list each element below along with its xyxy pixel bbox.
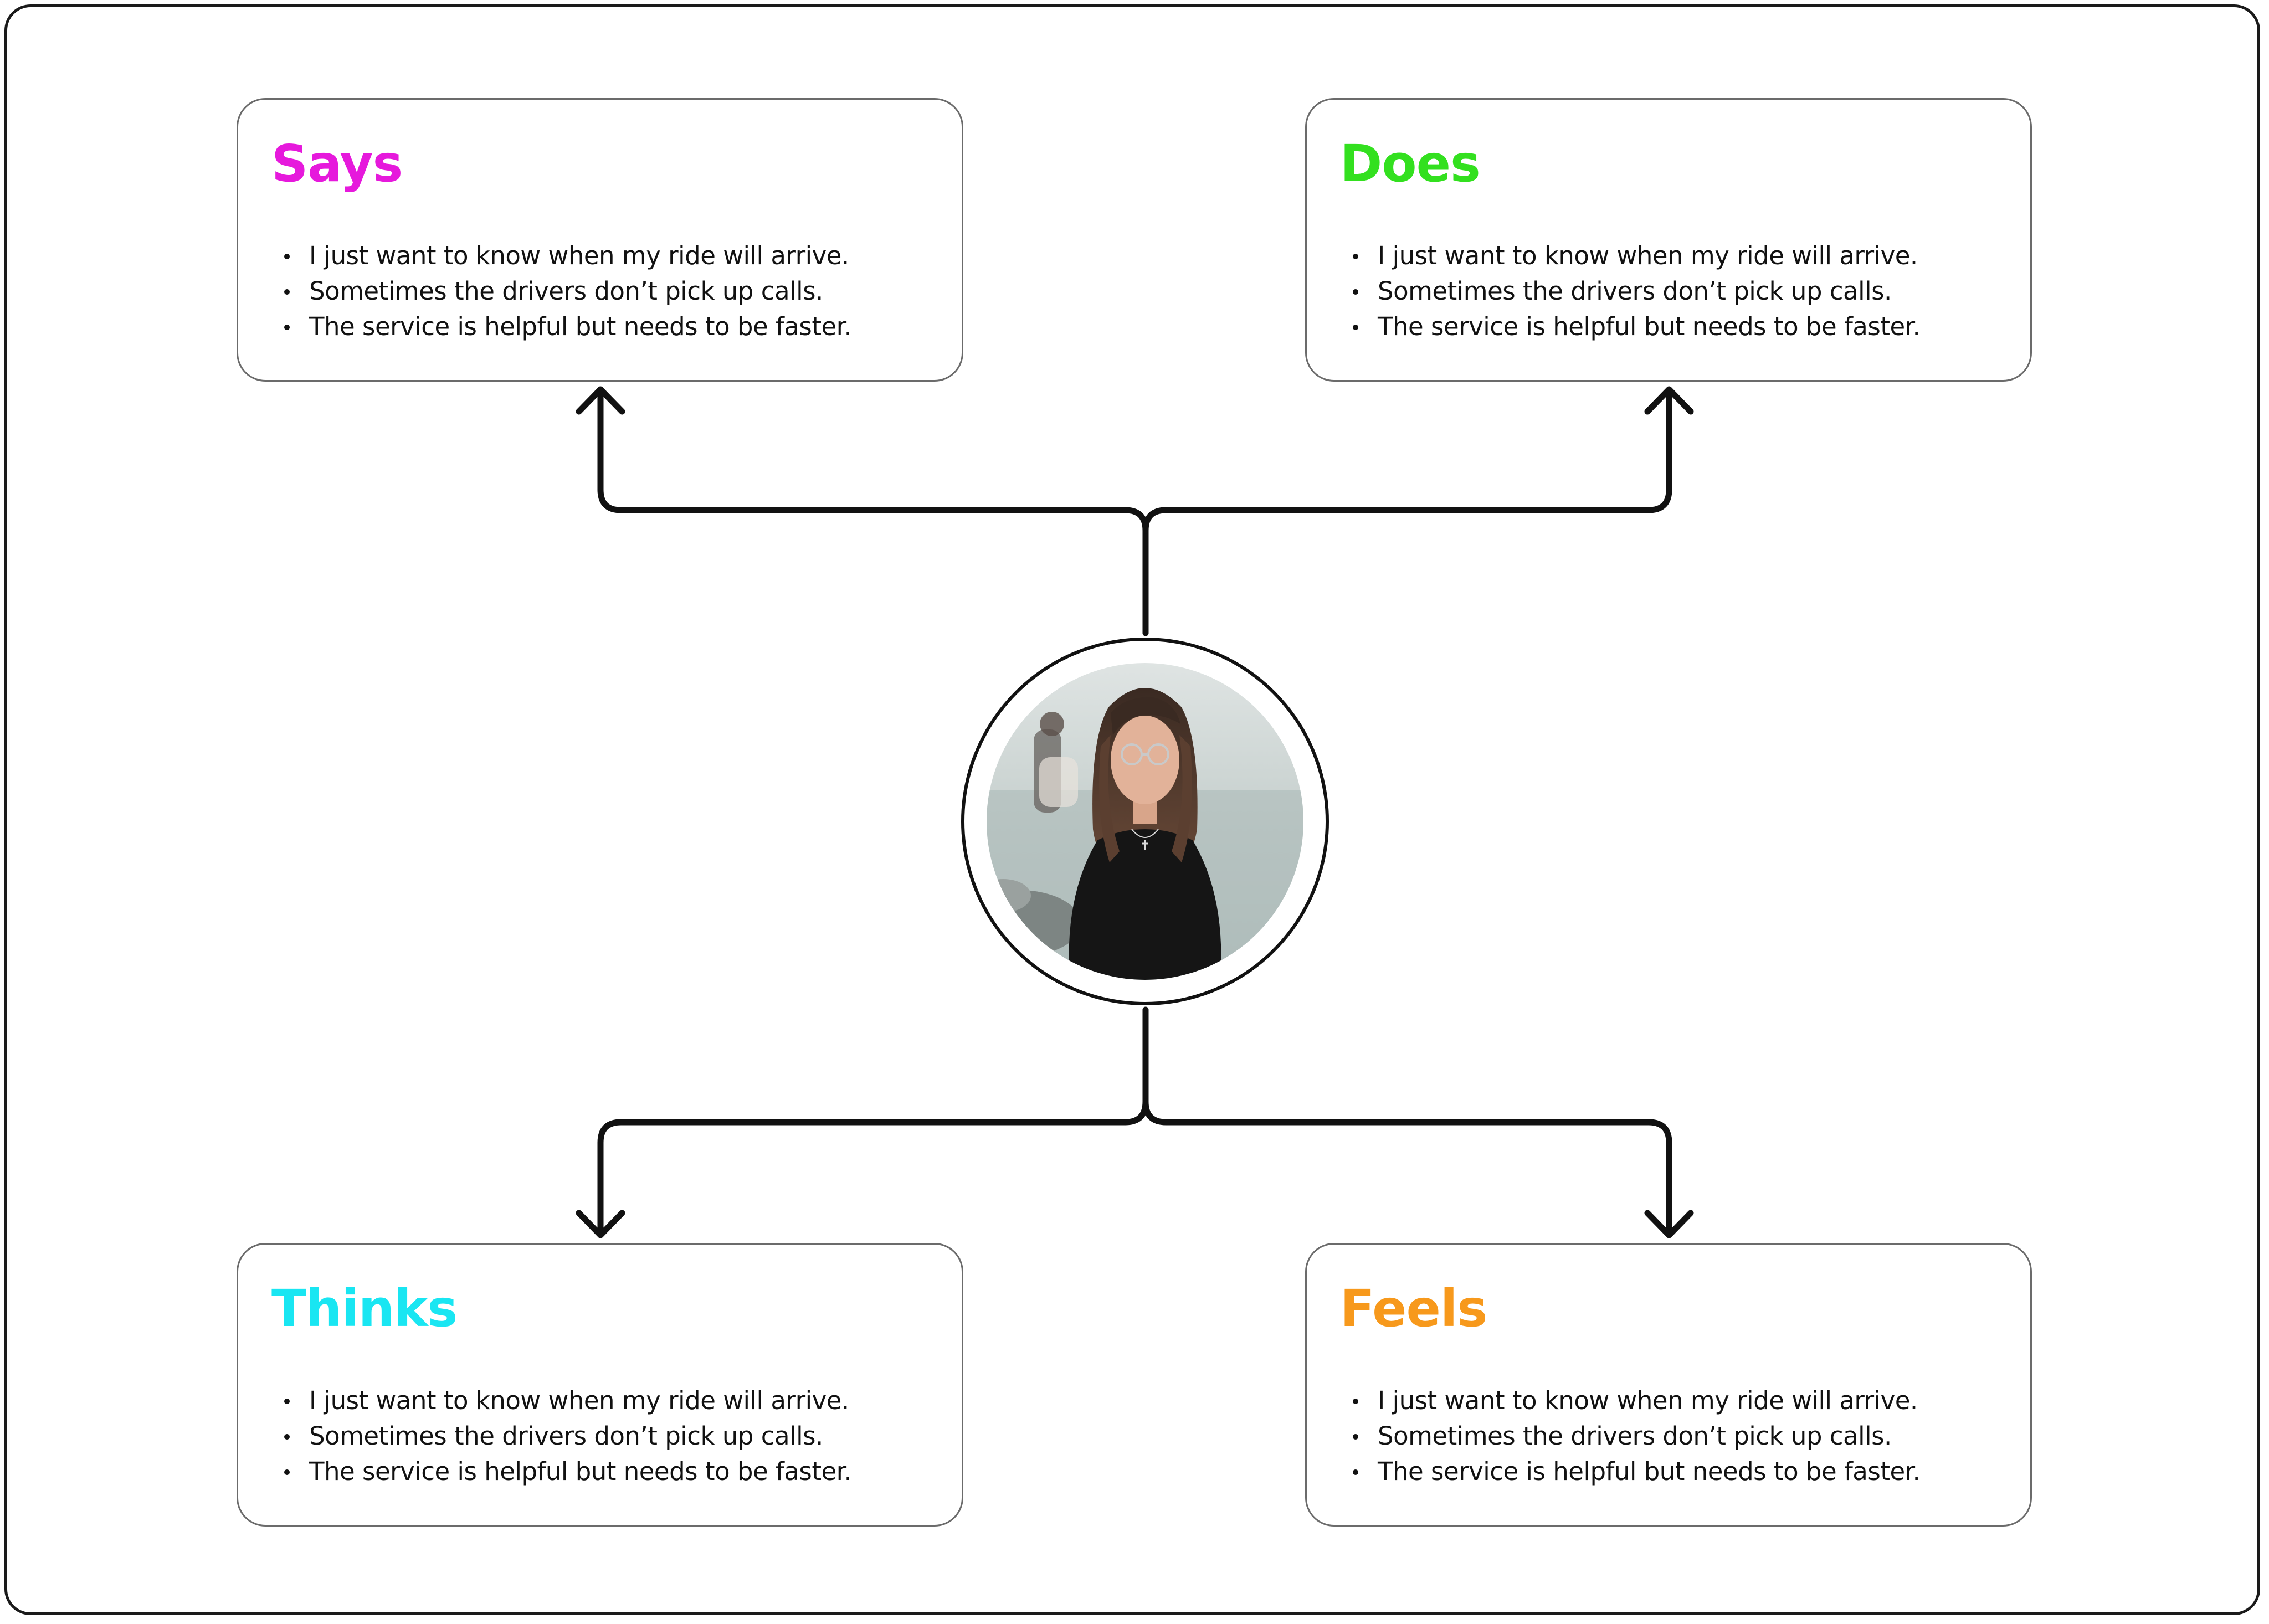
does-item: The service is helpful but needs to be f…: [1342, 309, 1921, 345]
says-title: Says: [271, 134, 403, 193]
says-item: Sometimes the drivers don’t pick up call…: [274, 274, 851, 309]
arrowhead-feels: [1644, 1210, 1694, 1238]
says-list: I just want to know when my ride will ar…: [274, 238, 852, 345]
connector-to-does: [1142, 387, 1672, 534]
does-item: I just want to know when my ride will ar…: [1342, 238, 1920, 274]
does-item: Sometimes the drivers don’t pick up call…: [1342, 274, 1920, 309]
card-says: Says I just want to know when my ride wi…: [237, 98, 963, 382]
connector-to-feels: [1142, 1098, 1672, 1237]
connector-to-says: [597, 387, 1149, 636]
says-item: I just want to know when my ride will ar…: [274, 238, 851, 274]
arrowhead-thinks: [576, 1210, 625, 1238]
arrowhead-does: [1644, 386, 1694, 415]
feels-item: Sometimes the drivers don’t pick up call…: [1342, 1419, 1920, 1454]
thinks-list: I just want to know when my ride will ar…: [274, 1383, 852, 1489]
avatar-ring: [961, 638, 1329, 1005]
thinks-item: The service is helpful but needs to be f…: [274, 1454, 852, 1489]
feels-item: The service is helpful but needs to be f…: [1342, 1454, 1921, 1489]
thinks-title: Thinks: [271, 1279, 458, 1338]
arrowhead-says: [576, 386, 625, 415]
connector-to-thinks: [597, 1006, 1149, 1237]
does-title: Does: [1340, 134, 1481, 193]
thinks-item: I just want to know when my ride will ar…: [274, 1383, 851, 1419]
feels-title: Feels: [1340, 1279, 1487, 1338]
thinks-item: Sometimes the drivers don’t pick up call…: [274, 1419, 851, 1454]
card-thinks: Thinks I just want to know when my ride …: [237, 1243, 963, 1527]
feels-item: I just want to know when my ride will ar…: [1342, 1383, 1920, 1419]
does-list: I just want to know when my ride will ar…: [1342, 238, 1921, 345]
says-item: The service is helpful but needs to be f…: [274, 309, 852, 345]
feels-list: I just want to know when my ride will ar…: [1342, 1383, 1921, 1489]
persona-photo-icon: [987, 663, 1303, 980]
card-feels: Feels I just want to know when my ride w…: [1305, 1243, 2032, 1527]
card-does: Does I just want to know when my ride wi…: [1305, 98, 2032, 382]
